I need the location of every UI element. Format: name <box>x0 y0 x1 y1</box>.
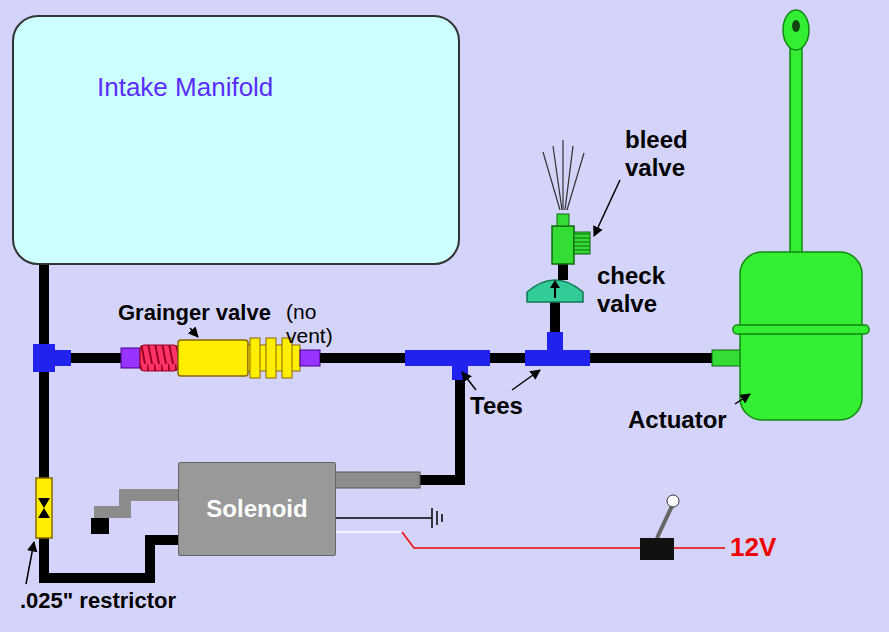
node-text: Intake Manifold <box>97 72 458 103</box>
manifold-box: Intake Manifold <box>12 15 460 265</box>
voltage-label: 12V <box>730 533 776 563</box>
hose <box>71 353 125 363</box>
part-note: (no vent) <box>286 300 346 348</box>
tee-fitting <box>33 344 71 372</box>
part-label: check valve <box>597 262 677 317</box>
wiring <box>336 495 725 560</box>
tee-fitting <box>525 332 590 366</box>
vent-port <box>91 495 180 534</box>
solenoid-box: Solenoid <box>178 462 336 556</box>
hose <box>415 475 465 485</box>
restrictor <box>36 478 52 538</box>
node-text: Solenoid <box>206 495 307 523</box>
hose <box>590 353 712 363</box>
hose <box>490 353 526 363</box>
part-label: bleed valve <box>625 126 707 181</box>
part-label: Grainger valve <box>118 300 271 325</box>
bleed-valve <box>543 140 590 264</box>
hose <box>550 298 560 332</box>
part-label: Tees <box>470 392 523 420</box>
part-label: Actuator <box>628 406 727 434</box>
actuator <box>712 10 869 420</box>
hose <box>320 353 406 363</box>
tee-fitting <box>405 350 490 380</box>
solenoid-port <box>330 472 420 488</box>
check-valve <box>527 280 583 302</box>
part-label: .025" restrictor <box>20 588 176 613</box>
hose <box>455 380 465 485</box>
